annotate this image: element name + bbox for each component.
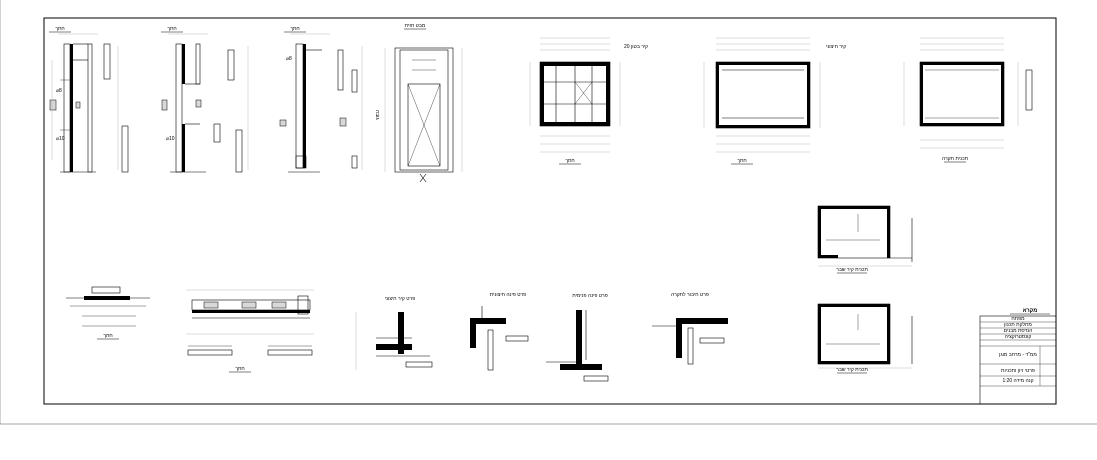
section-5-note: קיר בטון 20 (624, 44, 648, 50)
legend-title: מקרא (1023, 308, 1037, 314)
section-drawing-9 (186, 289, 314, 356)
title-block-row: קונסטרוקציה (1005, 334, 1032, 340)
section-drawing-6: קיר חיצוני (703, 37, 846, 153)
elevation-vertical-label: גובה (374, 110, 380, 120)
section-label: חתך (290, 26, 299, 32)
section-label: חתך (103, 333, 112, 339)
section-drawing-1: ⌀8 ⌀10 (49, 33, 129, 173)
section-drawing-5: קיר בטון 20 (529, 37, 648, 153)
title-block-row: מפתח (1011, 316, 1025, 322)
detail-drawing-1 (355, 312, 433, 370)
title-block-row: פרטי זיון ותכניות (1001, 368, 1035, 374)
section-1-dim-text: ⌀8 (56, 88, 62, 94)
section-label: חתך (167, 26, 176, 32)
detail-titles: פרט קיר חיצוני פרט פינה חיצונית פרט פינה פ… (385, 291, 709, 302)
sheet-outline (0, 0, 1097, 425)
section-drawing-3: ⌀8 (279, 33, 363, 173)
section-2-dim-text: ⌀10 (166, 136, 175, 142)
detail-title: פרט פינה פנימית (572, 293, 608, 299)
section-label: חתך (235, 366, 244, 372)
section-labels: חתך חתך חתך מבט חזית חתך חתך תכנית תקרה חתך חתך (49, 23, 969, 373)
section-label: מבט חזית (405, 23, 426, 29)
section-drawing-2: ⌀10 (161, 33, 249, 173)
detail-title: פרט חיבור לתקרה (671, 291, 709, 298)
title-block-row: מחלקת תכנון (1004, 321, 1032, 328)
title-block-row: קנה מידה 1:20 (1002, 378, 1033, 384)
detail-title: פרט קיר חיצוני (385, 296, 416, 302)
section-drawing-7 (903, 37, 1033, 149)
detail-drawing-2 (470, 306, 529, 371)
detail-drawing-4 (652, 318, 728, 365)
plan-drawing-2 (817, 303, 913, 369)
section-1-dim-text-2: ⌀10 (56, 136, 65, 142)
section-label: חתך (565, 158, 574, 164)
plan-label: תכנית קיר שבר (836, 267, 868, 273)
plan-label: תכנית קיר שבר (836, 367, 868, 373)
section-drawing-4: גובה (374, 47, 463, 183)
section-3-dim-text: ⌀8 (286, 56, 292, 62)
section-drawing-8 (66, 286, 150, 327)
title-block-row: ממ"ד - מרחב מוגן (999, 352, 1037, 358)
section-label: חתך (737, 158, 746, 164)
section-label: חתך (55, 26, 64, 32)
drawing-frame (43, 17, 1057, 405)
title-block (979, 315, 1057, 405)
detail-title: פרט פינה חיצונית (490, 292, 526, 298)
plan-drawing-1 (817, 205, 913, 267)
section-6-note: קיר חיצוני (826, 44, 846, 50)
plan-labels: תכנית קיר שבר תכנית קיר שבר (836, 267, 868, 374)
section-label: תכנית תקרה (942, 156, 969, 162)
title-block-row: הנדסת מבנים (1004, 328, 1033, 334)
detail-drawing-3 (546, 310, 609, 382)
